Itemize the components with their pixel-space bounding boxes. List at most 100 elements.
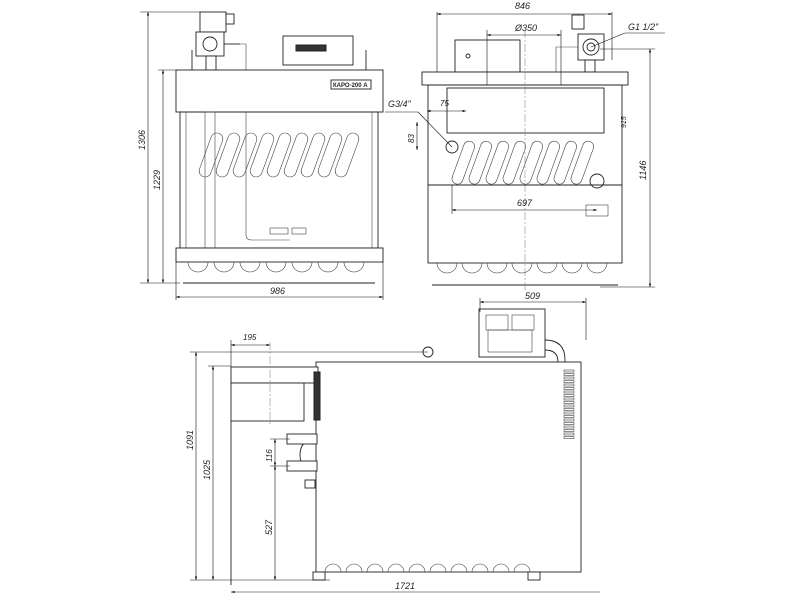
flue-box [230, 366, 319, 384]
vent-slot [563, 418, 575, 422]
dim-burner-width: 509 [525, 291, 540, 301]
dim-flue-depth: 195 [243, 333, 257, 342]
burner-port [486, 262, 508, 274]
dim-coil-span: 697 [517, 198, 533, 208]
burner-ports [187, 261, 365, 273]
fan-housing [454, 39, 521, 73]
burner-ports [436, 262, 608, 274]
coil-tube [215, 132, 241, 178]
burner-port [561, 262, 583, 274]
label-water-connection: G3/4" [388, 99, 412, 109]
dim-width: 986 [270, 286, 285, 296]
vent-slot [563, 411, 575, 415]
vent-slot [563, 425, 575, 429]
vent-slot [563, 401, 575, 404]
vent-slot [563, 373, 575, 376]
burner-port [429, 563, 447, 573]
burner-port [317, 261, 339, 273]
coil-tube [232, 132, 258, 178]
vent-slot [563, 369, 575, 373]
vent-slot [563, 404, 575, 408]
gas-valve-coil [199, 11, 227, 33]
dim-side-height: 1146 [638, 161, 648, 180]
controller-display [295, 44, 327, 52]
dim-body-height: 1229 [152, 170, 162, 190]
burner-port [408, 563, 426, 573]
label-gas-connection: G1 1/2" [628, 22, 659, 32]
burner-port [324, 563, 342, 573]
dim-body-length: 1025 [202, 459, 212, 480]
dim-pipe-offset: 527 [264, 519, 274, 535]
vent-slot [563, 408, 575, 411]
boiler-body [315, 361, 582, 573]
burner-port [265, 261, 287, 273]
nameplate-text: КАРО-200 А [333, 83, 368, 89]
dim-inner-height: 915 [621, 116, 628, 128]
vent-slots [563, 369, 575, 439]
coil-tube [519, 140, 543, 185]
coil-tube [451, 140, 475, 185]
burner-port [345, 563, 363, 573]
vent-slot [563, 380, 575, 383]
burner-port [461, 262, 483, 274]
heat-exchanger-coils [451, 140, 594, 185]
burner-port [239, 261, 261, 273]
vent-slot [563, 390, 575, 394]
burner-port [586, 262, 608, 274]
burner-port [436, 262, 458, 274]
coil-tube [485, 140, 509, 185]
side-view: 846 Ø350 G1 1/2" 1146 915 G3/4" 75 83 69… [385, 1, 665, 292]
dim-pipe-spacing: 116 [265, 449, 274, 462]
pressure-gauge [589, 173, 605, 189]
coil-tube [249, 132, 275, 178]
burner-port [511, 262, 533, 274]
vent-slot [563, 429, 575, 432]
coil-tube [334, 132, 360, 178]
gas-valve-body [195, 31, 225, 57]
dim-overall-width: 1721 [395, 581, 415, 591]
coil-tube [317, 132, 343, 178]
burner-port [291, 261, 313, 273]
flow-pipe [286, 433, 318, 445]
dim-offset-x: 75 [440, 99, 449, 108]
coil-tube [536, 140, 560, 185]
coil-tube [283, 132, 309, 178]
return-pipe [286, 460, 318, 472]
dim-flue-diameter: Ø350 [514, 23, 537, 33]
top-view: 509 195 1091 1025 116 527 1721 [185, 291, 600, 594]
dim-offset-y: 83 [407, 134, 416, 143]
vent-slot [563, 376, 575, 380]
burner-ports [324, 563, 531, 573]
vent-slot [563, 394, 575, 397]
vent-slot [563, 387, 575, 390]
dim-overall-length: 1091 [185, 430, 195, 450]
front-view: КАРО-200 А 1306 1229 986 [137, 11, 384, 300]
coil-tube [266, 132, 292, 178]
dim-side-width: 846 [515, 1, 530, 11]
heat-exchanger-coils [198, 132, 360, 178]
vent-slot [563, 432, 575, 436]
coil-tube [502, 140, 526, 185]
vent-slot [563, 422, 575, 425]
vent-slot [563, 436, 575, 439]
vent-slot [563, 415, 575, 418]
coil-tube [553, 140, 577, 185]
burner-port [187, 261, 209, 273]
burner-port [450, 563, 468, 573]
vent-slot [563, 383, 575, 387]
burner-port [492, 563, 510, 573]
coil-tube [468, 140, 492, 185]
burner-port [387, 563, 405, 573]
vent-slot [563, 397, 575, 401]
coil-tube [300, 132, 326, 178]
burner-port [513, 563, 531, 573]
burner-port [213, 261, 235, 273]
inspection-window [446, 87, 605, 134]
nameplate [330, 79, 372, 90]
dim-overall-height: 1306 [137, 130, 147, 150]
burner-port [366, 563, 384, 573]
burner-port [471, 563, 489, 573]
burner-port [343, 261, 365, 273]
